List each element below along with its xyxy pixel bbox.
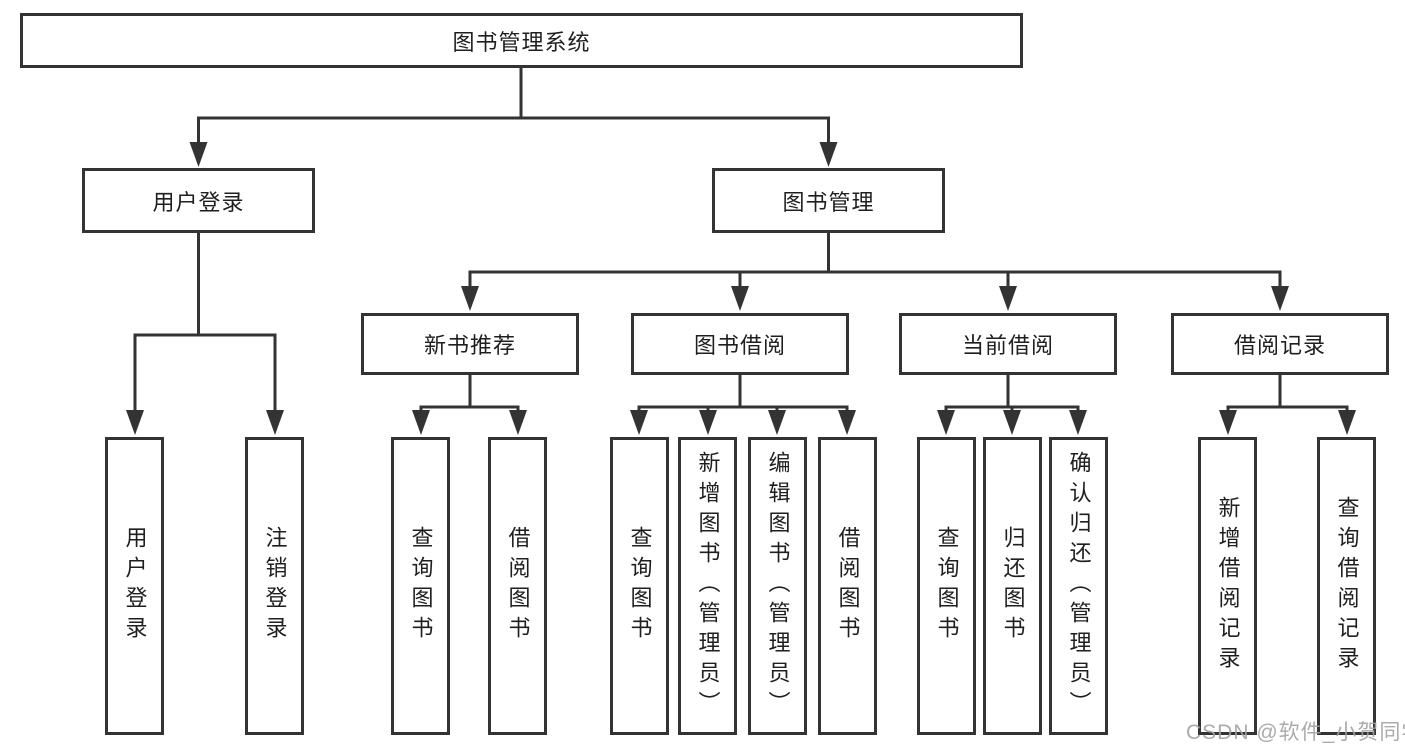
arrowhead bbox=[838, 410, 856, 435]
arrowhead bbox=[699, 410, 717, 435]
arrowhead bbox=[189, 142, 208, 167]
leaf-borrow-books: 借阅图书 bbox=[818, 437, 877, 735]
node-book-borrow: 图书借阅 bbox=[631, 313, 849, 375]
arrowhead bbox=[509, 410, 527, 435]
leaf-borrow-books-recommend: 借阅图书 bbox=[488, 437, 547, 735]
edge-root-splitter bbox=[197, 116, 830, 145]
edge-borrow-splitter bbox=[637, 405, 849, 412]
leaf-add-borrow-record: 新增借阅记录 bbox=[1198, 437, 1257, 735]
leaf-edit-books-admin: 编辑图书（管理员） bbox=[748, 437, 807, 735]
arrowhead bbox=[999, 286, 1017, 311]
arrowhead bbox=[630, 410, 648, 435]
edge-records-splitter bbox=[1226, 405, 1349, 412]
arrowhead bbox=[461, 286, 479, 311]
leaf-confirm-return-admin: 确认归还（管理员） bbox=[1049, 437, 1108, 735]
arrowhead bbox=[1338, 410, 1356, 435]
arrowhead bbox=[412, 410, 430, 435]
arrowhead bbox=[731, 286, 749, 311]
arrowhead bbox=[266, 410, 284, 435]
arrowhead bbox=[1219, 410, 1237, 435]
node-new-book-recommend: 新书推荐 bbox=[361, 313, 579, 375]
arrowhead bbox=[1069, 410, 1087, 435]
arrowhead bbox=[937, 410, 955, 435]
node-current-borrow: 当前借阅 bbox=[899, 313, 1117, 375]
node-book-management-system: 图书管理系统 bbox=[20, 13, 1023, 68]
arrowhead bbox=[768, 410, 786, 435]
watermark: CSDN @软件_小贺同学 bbox=[1186, 721, 1405, 744]
node-user-login: 用户登录 bbox=[82, 168, 315, 233]
arrowhead bbox=[1003, 410, 1021, 435]
leaf-query-books-borrow: 查询图书 bbox=[610, 437, 669, 735]
leaf-logout: 注销登录 bbox=[245, 437, 304, 735]
leaf-query-books-current: 查询图书 bbox=[917, 437, 976, 735]
arrowhead bbox=[819, 142, 838, 167]
edge-mgmt-splitter bbox=[468, 270, 1282, 288]
edge-login-splitter bbox=[133, 333, 277, 412]
leaf-user-login: 用户登录 bbox=[105, 437, 164, 735]
edge-recommend-splitter bbox=[419, 405, 520, 412]
leaf-add-books-admin: 新增图书（管理员） bbox=[678, 437, 737, 735]
node-borrow-records: 借阅记录 bbox=[1171, 313, 1389, 375]
leaf-query-borrow-record: 查询借阅记录 bbox=[1317, 437, 1376, 735]
arrowhead bbox=[126, 410, 144, 435]
node-book-management: 图书管理 bbox=[712, 168, 945, 233]
arrowhead bbox=[1271, 286, 1289, 311]
leaf-query-books-recommend: 查询图书 bbox=[391, 437, 450, 735]
leaf-return-books: 归还图书 bbox=[983, 437, 1042, 735]
